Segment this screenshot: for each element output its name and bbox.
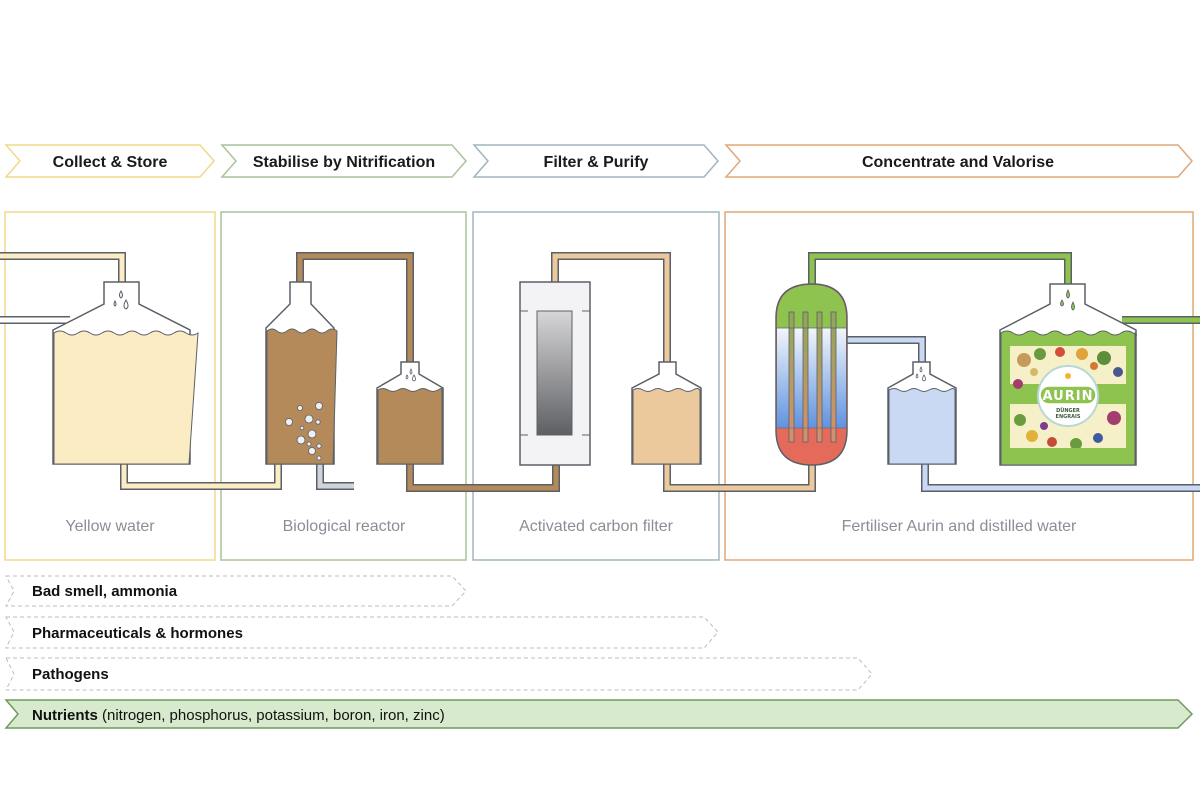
panel-label-biological-reactor: Biological reactor bbox=[283, 518, 406, 535]
row-label: Pathogens bbox=[32, 666, 109, 683]
stage-arrow-stabilise: Stabilise by Nitrification bbox=[220, 144, 467, 178]
aurin-subtitle-2: ENGRAIS bbox=[1056, 414, 1081, 420]
removal-row-pathogens: Pathogens bbox=[5, 657, 873, 691]
pipe-yellow-to-reactor bbox=[120, 464, 282, 490]
row-label: Nutrients (nitrogen, phosphorus, potassi… bbox=[32, 707, 445, 724]
carbon-filter bbox=[519, 281, 591, 466]
filtered-tank bbox=[631, 361, 702, 465]
inflow-pipe-top bbox=[0, 252, 126, 282]
aurin-brand: AURIN bbox=[1043, 389, 1094, 404]
nutrients-title: Nutrients bbox=[32, 707, 98, 724]
distilled-water-tank bbox=[887, 361, 957, 465]
stage-label: Concentrate and Valorise bbox=[862, 154, 1054, 171]
panel-yellow-water bbox=[4, 211, 216, 561]
stage-arrow-collect: Collect & Store bbox=[4, 144, 215, 178]
droplets-icon bbox=[1060, 289, 1075, 311]
panel-biological-reactor bbox=[220, 211, 467, 561]
pipe-distiller-to-fertiliser bbox=[808, 252, 1072, 285]
panel-fertiliser bbox=[724, 211, 1194, 561]
droplets-icon bbox=[915, 366, 926, 382]
pipe-distiller-to-water bbox=[846, 336, 926, 362]
removal-row-pharmaceuticals: Pharmaceuticals & hormones bbox=[5, 616, 719, 649]
stage-label: Stabilise by Nitrification bbox=[253, 154, 435, 171]
panel-carbon-filter bbox=[472, 211, 720, 561]
pipe-reactor-to-settler bbox=[296, 252, 414, 362]
settler-tank bbox=[376, 361, 444, 465]
pipe-reactor-outlet bbox=[316, 464, 354, 490]
panel-label-carbon-filter: Activated carbon filter bbox=[519, 518, 674, 535]
droplets-icon bbox=[113, 290, 129, 310]
aurin-product-label: AURIN DÜNGER ENGRAIS bbox=[1010, 346, 1126, 448]
bubbles-icon bbox=[285, 402, 323, 461]
bioreactor-column bbox=[265, 281, 338, 465]
droplets-icon bbox=[405, 368, 416, 382]
removal-row-nutrients: Nutrients (nitrogen, phosphorus, potassi… bbox=[4, 699, 1194, 729]
row-label: Pharmaceuticals & hormones bbox=[32, 625, 243, 642]
distillation-column bbox=[775, 283, 848, 466]
heat-exchange-tubes bbox=[788, 311, 837, 443]
pipe-settler-to-filter bbox=[406, 464, 560, 492]
vegetable-illustration bbox=[1013, 347, 1123, 448]
pipe-tank-to-distiller bbox=[663, 464, 816, 492]
aurin-subtitle-1: DÜNGER bbox=[1056, 407, 1080, 414]
row-label: Bad smell, ammonia bbox=[32, 583, 178, 600]
panel-label-fertiliser: Fertiliser Aurin and distilled water bbox=[842, 518, 1077, 535]
yellow-water-tank bbox=[52, 281, 199, 465]
stage-label: Collect & Store bbox=[53, 154, 168, 171]
stage-label: Filter & Purify bbox=[544, 154, 649, 171]
pipe-filter-to-tank bbox=[551, 252, 671, 362]
nutrients-detail: (nitrogen, phosphorus, potassium, boron,… bbox=[98, 707, 445, 724]
removal-row-bad-smell: Bad smell, ammonia bbox=[5, 575, 467, 607]
stage-arrow-concentrate: Concentrate and Valorise bbox=[724, 144, 1193, 178]
pipe-water-out bbox=[921, 464, 1200, 492]
panel-label-yellow-water: Yellow water bbox=[65, 518, 155, 535]
stage-arrow-filter: Filter & Purify bbox=[472, 144, 719, 178]
